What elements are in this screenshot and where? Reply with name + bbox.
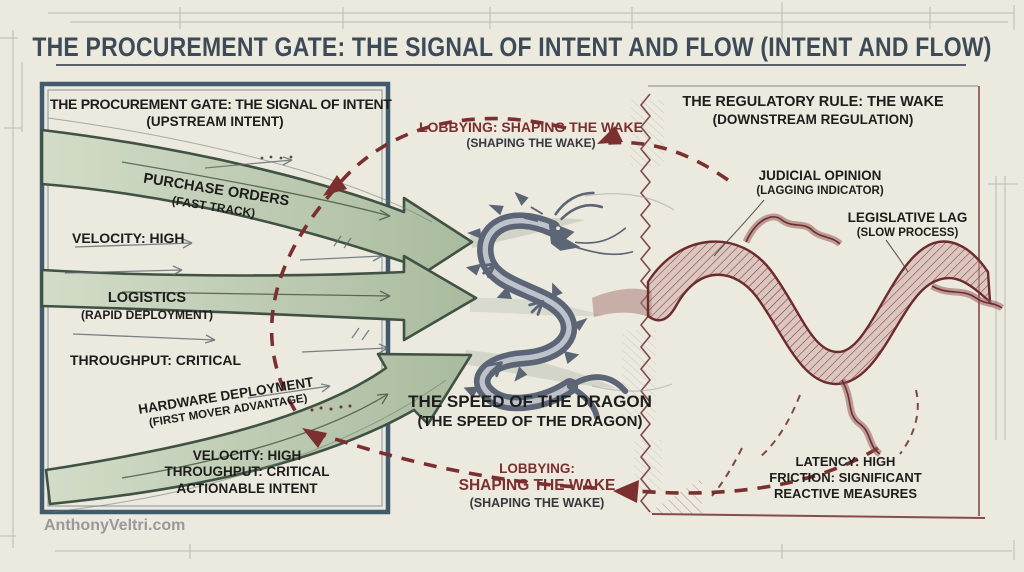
lobbying-arrowheads: [302, 126, 639, 503]
right-panel-torn-edge: [622, 85, 986, 519]
left-panel-summary: VELOCITY: HIGH THROUGHPUT: CRITICAL ACTI…: [164, 448, 330, 496]
arrow-purchase-orders: [40, 128, 474, 288]
wake-transition: [592, 288, 652, 318]
page-title: THE PROCUREMENT GATE: THE SIGNAL OF INTE…: [32, 31, 992, 62]
metric-velocity: VELOCITY: HIGH: [72, 230, 185, 246]
label-judicial-opinion: JUDICIAL OPINION (LAGGING INDICATOR): [756, 168, 884, 198]
arrow-logistics: [40, 254, 478, 342]
left-panel-title-line1: THE PROCUREMENT GATE: THE SIGNAL OF INTE…: [50, 96, 392, 112]
title-underline: [56, 64, 966, 66]
sketch-dots-maroon: [310, 404, 352, 412]
intent-arrows: [40, 117, 478, 513]
sketch-dots: [260, 155, 293, 160]
arrow-label-logistics: LOGISTICS (RAPID DEPLOYMENT): [81, 290, 213, 322]
lobbying-label-top: LOBBYING: SHAPING THE WAKE (SHAPING THE …: [418, 119, 643, 151]
label-legislative-lag: LEGISLATIVE LAG (SLOW PROCESS): [847, 210, 968, 240]
lobbying-label-bottom: LOBBYING: SHAPING THE WAKE (SHAPING THE …: [458, 461, 616, 511]
right-panel-title-line2: (DOWNSTREAM REGULATION): [712, 112, 914, 127]
watermark: AnthonyVeltri.com: [44, 517, 186, 534]
dragon-caption: THE SPEED OF THE DRAGON (THE SPEED OF TH…: [408, 392, 652, 430]
arrow-label-hardware: HARDWARE DEPLOYMENT (FIRST MOVER ADVANTA…: [137, 374, 315, 430]
right-panel: THE REGULATORY RULE: THE WAKE (DOWNSTREA…: [648, 86, 979, 516]
left-panel: THE PROCUREMENT GATE: THE SIGNAL OF INTE…: [42, 84, 392, 512]
arrow-hardware: [44, 352, 473, 506]
right-panel-title-line1: THE REGULATORY RULE: THE WAKE: [682, 94, 944, 110]
left-panel-title-line2: (UPSTREAM INTENT): [146, 114, 284, 129]
right-panel-summary: LATENCY: HIGH FRICTION: SIGNIFICANT REAC…: [769, 454, 922, 501]
metric-throughput: THROUGHPUT: CRITICAL: [70, 352, 242, 368]
arrow-label-purchase-orders: PURCHASE ORDERS (FAST TRACK): [142, 170, 291, 221]
dragon-illustration: [463, 191, 634, 421]
regulatory-wake-wave: [646, 199, 1005, 497]
